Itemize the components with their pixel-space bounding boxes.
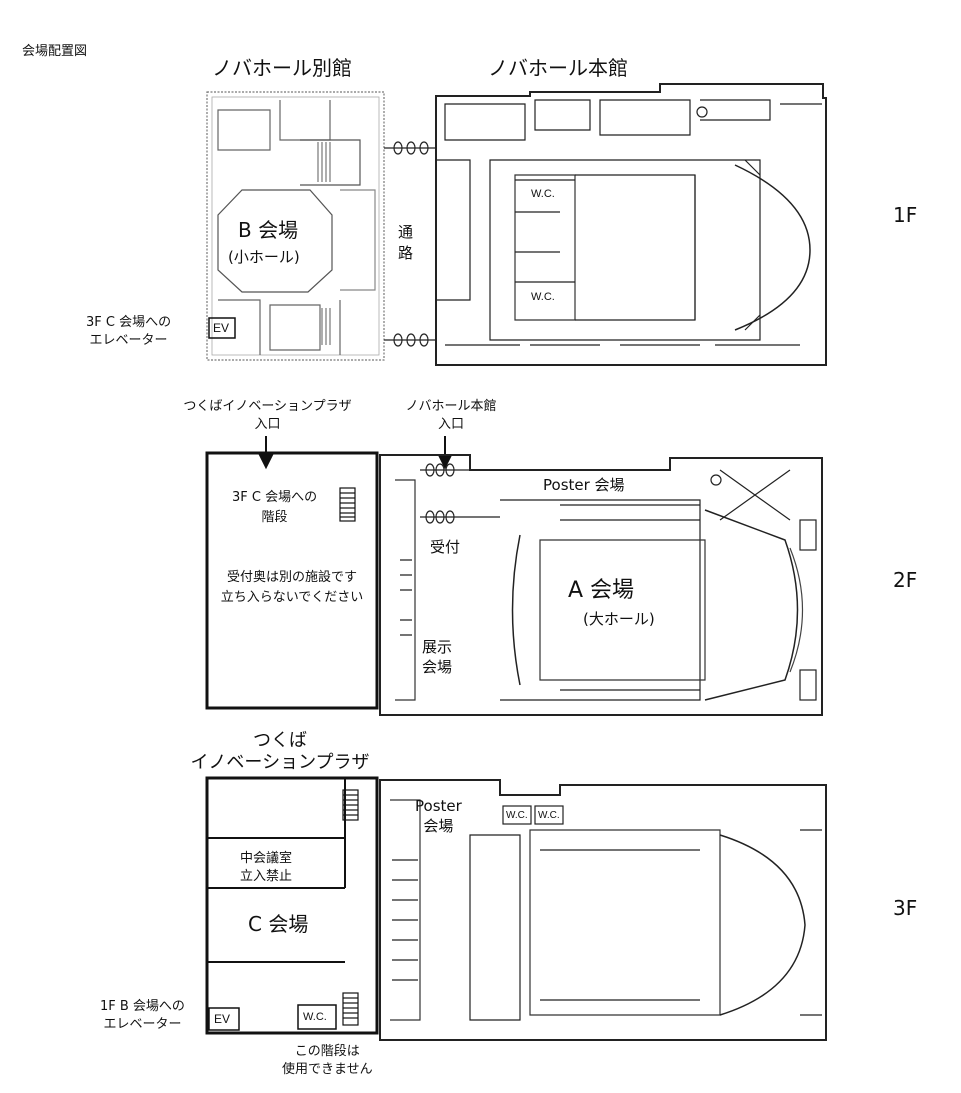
stairs-note-2f: 3F C 会場への 階段	[232, 490, 318, 525]
hall-a-label: A 会場	[568, 578, 635, 603]
annex-building-label: ノバホール別館	[212, 56, 352, 80]
reception-label: 受付	[430, 538, 461, 556]
elevator-note-3f: 1F B 会場への エレベーター	[100, 999, 185, 1033]
stairs-icon-3f-top	[342, 789, 359, 821]
meeting-room-label: 中会議室 立入禁止	[240, 851, 293, 884]
passage-connector-1f	[384, 141, 436, 347]
no-entry-note: 受付奥は別の施設です 立ち入らないでください	[220, 570, 364, 605]
elevator-box-1f	[208, 317, 236, 339]
plaza-building-label: つくば イノベーションプラザ	[190, 730, 370, 773]
entrance-arrows	[258, 436, 453, 470]
main-entrance-label: ノバホール本館 入口	[405, 399, 497, 432]
elevator-label-1f: EV	[213, 321, 230, 335]
hall-c-label: C 会場	[248, 912, 309, 936]
main-hall-1f-walls	[435, 83, 827, 366]
plaza-3f-block	[205, 776, 379, 1035]
plaza-entrance-label: つくばイノベーションプラザ 入口	[183, 399, 352, 432]
hall-b-label: B 会場	[238, 218, 299, 242]
hall-a-sublabel: (大ホール)	[583, 610, 655, 628]
poster-label-2f: Poster 会場	[543, 476, 625, 494]
exhibition-label: 展示 会場	[422, 638, 453, 677]
poster-label-3f: Poster 会場	[415, 797, 462, 835]
map-title: 会場配置図	[22, 44, 88, 59]
stairs-icon-3f-bottom	[342, 992, 359, 1026]
wc-label-3f-a: W.C.	[506, 810, 528, 821]
stairs-unusable-note: この階段は 使用できません	[282, 1044, 373, 1078]
wc-label-1f-top: W.C.	[531, 188, 555, 200]
plaza-2f-block	[205, 451, 379, 710]
main-hall-3f-walls	[379, 779, 827, 1041]
floor-label-2f: 2F	[893, 568, 918, 592]
wc-box-3f-plaza	[297, 1004, 337, 1030]
main-building-label: ノバホール本館	[488, 56, 628, 80]
hall-b-sublabel: (小ホール)	[228, 248, 300, 266]
elevator-note-1f: 3F C 会場への エレベーター	[86, 315, 172, 349]
floor-label-3f: 3F	[893, 896, 918, 920]
elevator-label-3f: EV	[214, 1012, 231, 1026]
main-hall-2f-walls	[379, 454, 823, 716]
elevator-box-3f	[208, 1007, 240, 1031]
wc-label-3f-b: W.C.	[538, 810, 560, 821]
floor-label-1f: 1F	[893, 203, 918, 227]
wc-label-3f-plaza: W.C.	[303, 1011, 327, 1023]
passage-label: 通 路	[398, 223, 414, 262]
wc-label-1f-bottom: W.C.	[531, 291, 555, 303]
stairs-icon-2f	[339, 487, 356, 522]
annex-1f-walls	[206, 91, 385, 361]
